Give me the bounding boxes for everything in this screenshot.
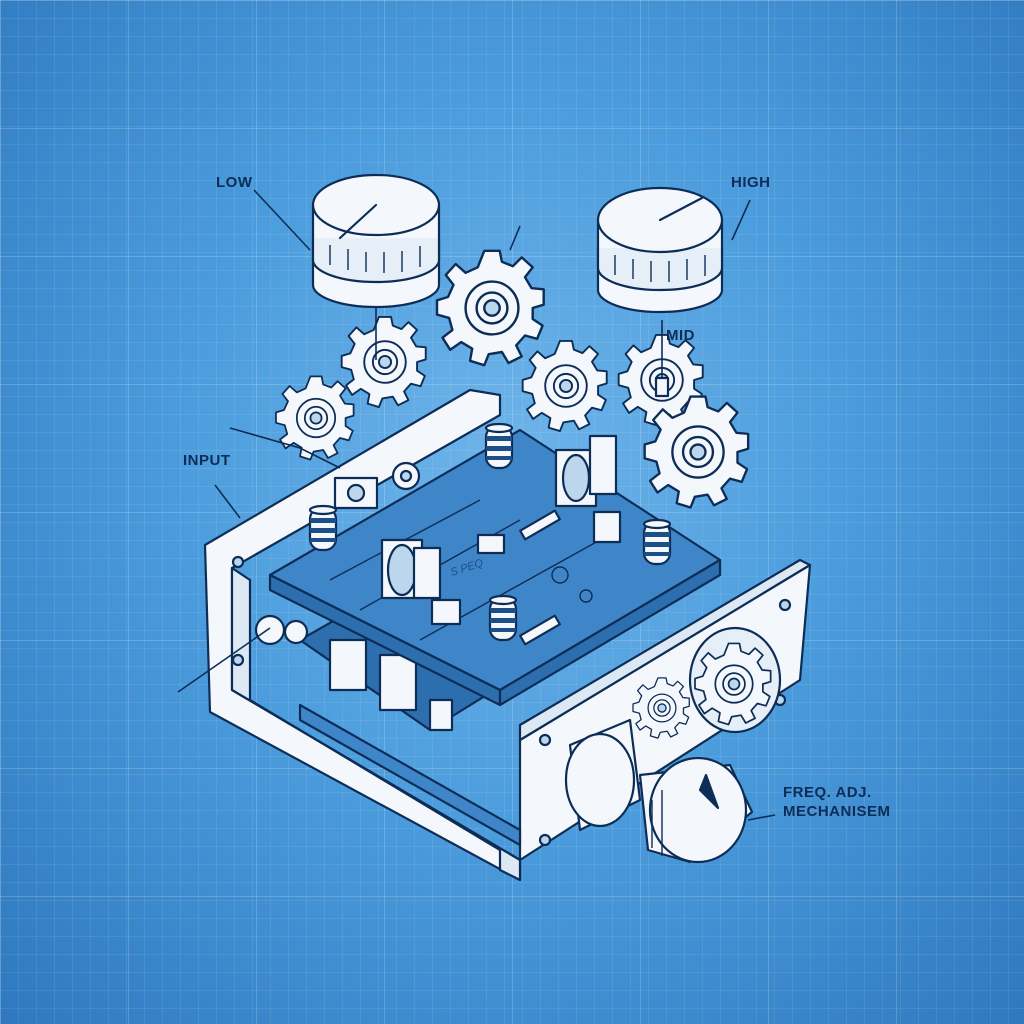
inductor-coil (380, 538, 462, 626)
gear-icon (340, 315, 427, 409)
gear-icon (435, 249, 545, 367)
capacitor-icon (308, 504, 338, 552)
gear-icon (275, 375, 355, 461)
input-leader (229, 427, 341, 469)
inductor-coil-2 (554, 434, 622, 544)
gear-icon (521, 339, 608, 433)
low-knob[interactable] (311, 173, 441, 309)
capacitor-icon (488, 594, 518, 642)
capacitor-icon (484, 422, 514, 470)
input-leader-2 (214, 484, 241, 519)
label-low: LOW (216, 174, 253, 191)
top-leader (509, 225, 521, 251)
label-input: INPUT (183, 452, 231, 469)
label-mid: MID (666, 327, 695, 344)
gear-icon (643, 395, 750, 509)
label-freq-line2: MECHANISEM (783, 803, 891, 820)
input-jack (333, 461, 421, 510)
freq-leader (747, 814, 776, 821)
frequency-knob[interactable] (564, 718, 754, 864)
high-knob[interactable] (596, 186, 724, 314)
label-freq-line1: FREQ. ADJ. (783, 784, 872, 801)
label-high: HIGH (731, 174, 771, 191)
low-leader (253, 189, 311, 251)
capacitor-icon (642, 518, 672, 566)
chassis-leader (177, 627, 271, 693)
high-leader (731, 199, 751, 241)
front-panel-gears (632, 626, 782, 739)
